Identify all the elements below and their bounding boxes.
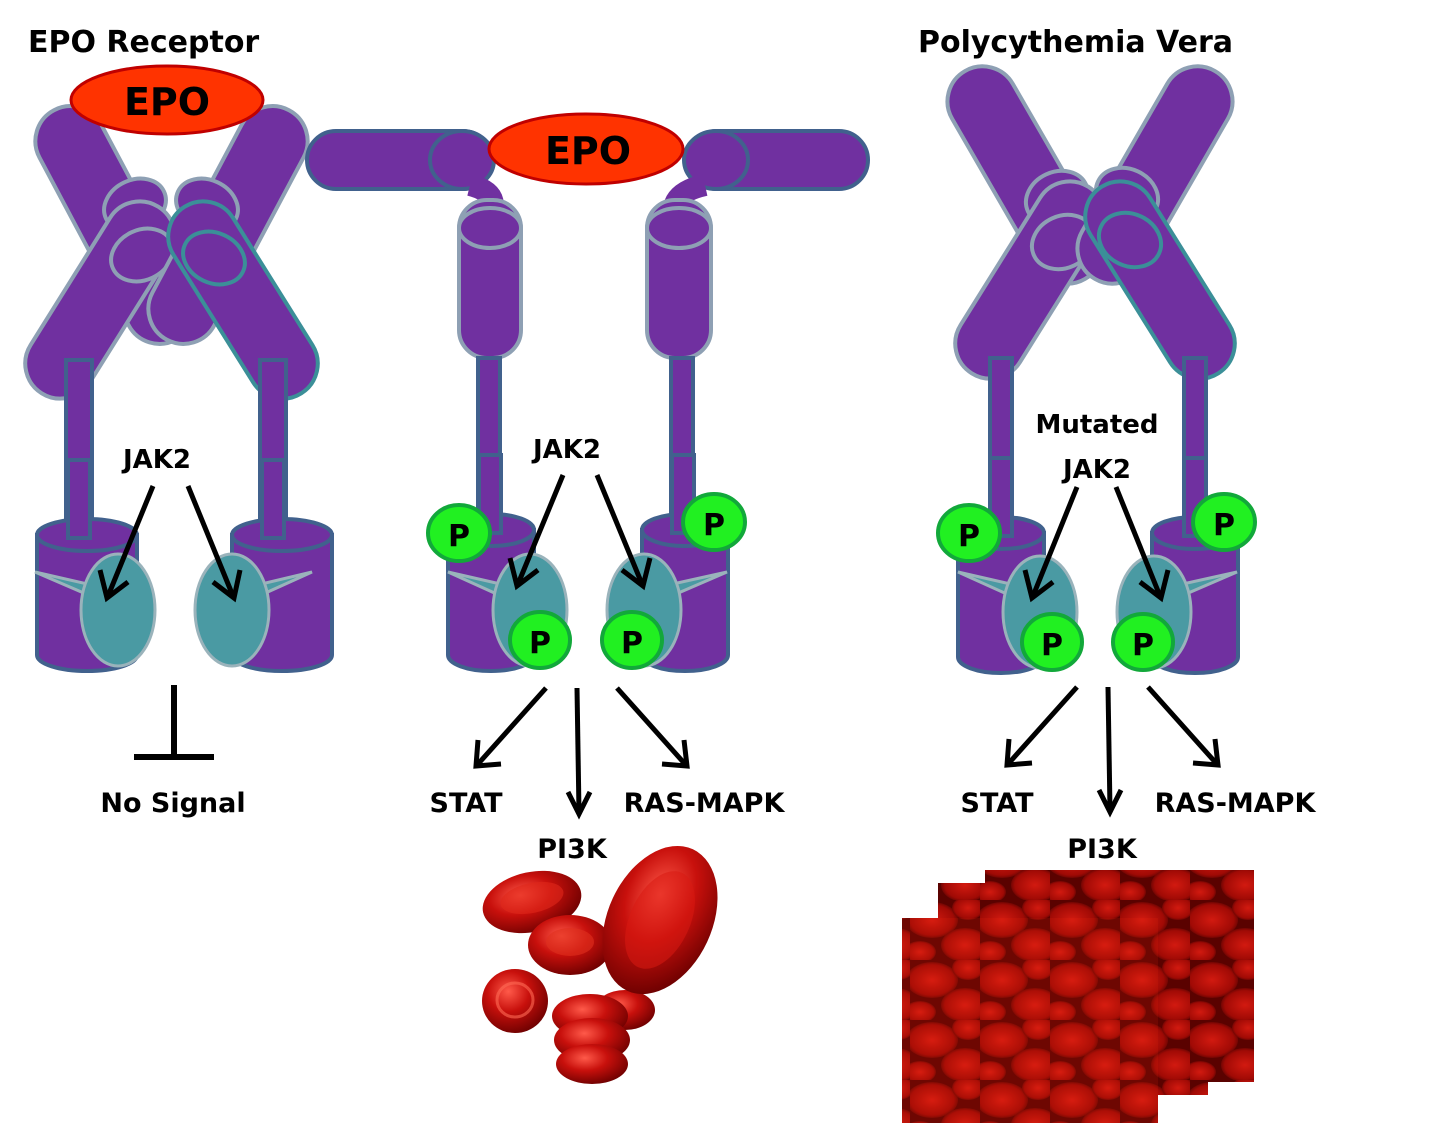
- phosphate-receptor-right: P: [1191, 492, 1257, 552]
- svg-text:P: P: [1132, 628, 1154, 663]
- phosphate-jak2-left: P: [1020, 612, 1084, 672]
- phosphate-jak2-right: P: [600, 610, 664, 670]
- pathway-stat: STAT: [430, 788, 504, 819]
- jak2-label: JAK2: [531, 435, 601, 465]
- epo-label: EPO: [124, 80, 210, 124]
- arrow-to-stat: [473, 686, 548, 769]
- red-blood-cells-normal-image: [482, 845, 718, 1084]
- phosphate-receptor-right: P: [681, 492, 747, 552]
- panel-epo-receptor-inactive: EPO Receptor EPO: [23, 25, 334, 819]
- svg-text:P: P: [1213, 508, 1235, 543]
- pathway-pi3k: PI3K: [537, 834, 608, 865]
- svg-text:P: P: [621, 626, 643, 661]
- epo-label: EPO: [545, 129, 631, 173]
- arrow-to-pi3k: [565, 687, 593, 820]
- arrow-jak2-left: [97, 485, 156, 603]
- svg-text:P: P: [1041, 628, 1063, 663]
- arrow-to-ras-mapk: [1146, 685, 1221, 768]
- no-signal-label: No Signal: [100, 788, 245, 819]
- inhibition-symbol: [134, 685, 214, 760]
- epo-ligand-1: EPO: [69, 64, 265, 136]
- panel-title-polycythemia-vera: Polycythemia Vera: [918, 25, 1233, 60]
- pathway-ras-mapk: RAS-MAPK: [624, 788, 786, 819]
- svg-text:P: P: [703, 508, 725, 543]
- receptor-chain-right: [1075, 64, 1237, 530]
- arrow-to-ras-mapk: [615, 686, 690, 769]
- jak2-kinase-right: [193, 552, 271, 668]
- arrow-to-pi3k: [1096, 686, 1124, 818]
- receptor-chain-left: [945, 64, 1107, 530]
- pathway-stat: STAT: [961, 788, 1035, 819]
- phosphate-receptor-left: P: [936, 503, 1002, 563]
- red-blood-cells-excess-image: [902, 870, 1254, 1123]
- arrow-jak2-right: [594, 474, 653, 591]
- svg-text:P: P: [448, 519, 470, 554]
- svg-text:P: P: [529, 626, 551, 661]
- arrow-jak2-left: [1022, 486, 1080, 603]
- receptor-chain-right: [146, 104, 320, 532]
- svg-text:P: P: [958, 519, 980, 554]
- intracellular-domain-right: [193, 458, 334, 673]
- rbc-micrograph-front: [902, 918, 1158, 1123]
- epo-ligand-2: EPO: [487, 112, 685, 186]
- arrow-jak2-right: [1113, 486, 1171, 603]
- arrow-jak2-left: [507, 474, 566, 591]
- phosphate-receptor-left: P: [426, 503, 492, 563]
- phosphate-jak2-left: P: [508, 610, 572, 670]
- panel-epo-receptor-active: EPO P: [305, 112, 870, 1084]
- panel-title-epo-receptor: EPO Receptor: [28, 25, 259, 60]
- phosphate-jak2-right: P: [1111, 612, 1175, 672]
- jak2-label: JAK2: [121, 445, 191, 475]
- jak2-label: JAK2: [1061, 455, 1131, 485]
- intracellular-domain-left: [34, 458, 157, 673]
- jak2-kinase-left: [79, 552, 157, 668]
- arrow-jak2-right: [185, 485, 243, 603]
- mutated-label: Mutated: [1035, 410, 1158, 440]
- panel-polycythemia-vera: Polycythemia Vera: [902, 25, 1316, 1123]
- pathway-ras-mapk: RAS-MAPK: [1155, 788, 1317, 819]
- arrow-to-stat: [1004, 685, 1079, 768]
- pathway-pi3k: PI3K: [1067, 834, 1138, 865]
